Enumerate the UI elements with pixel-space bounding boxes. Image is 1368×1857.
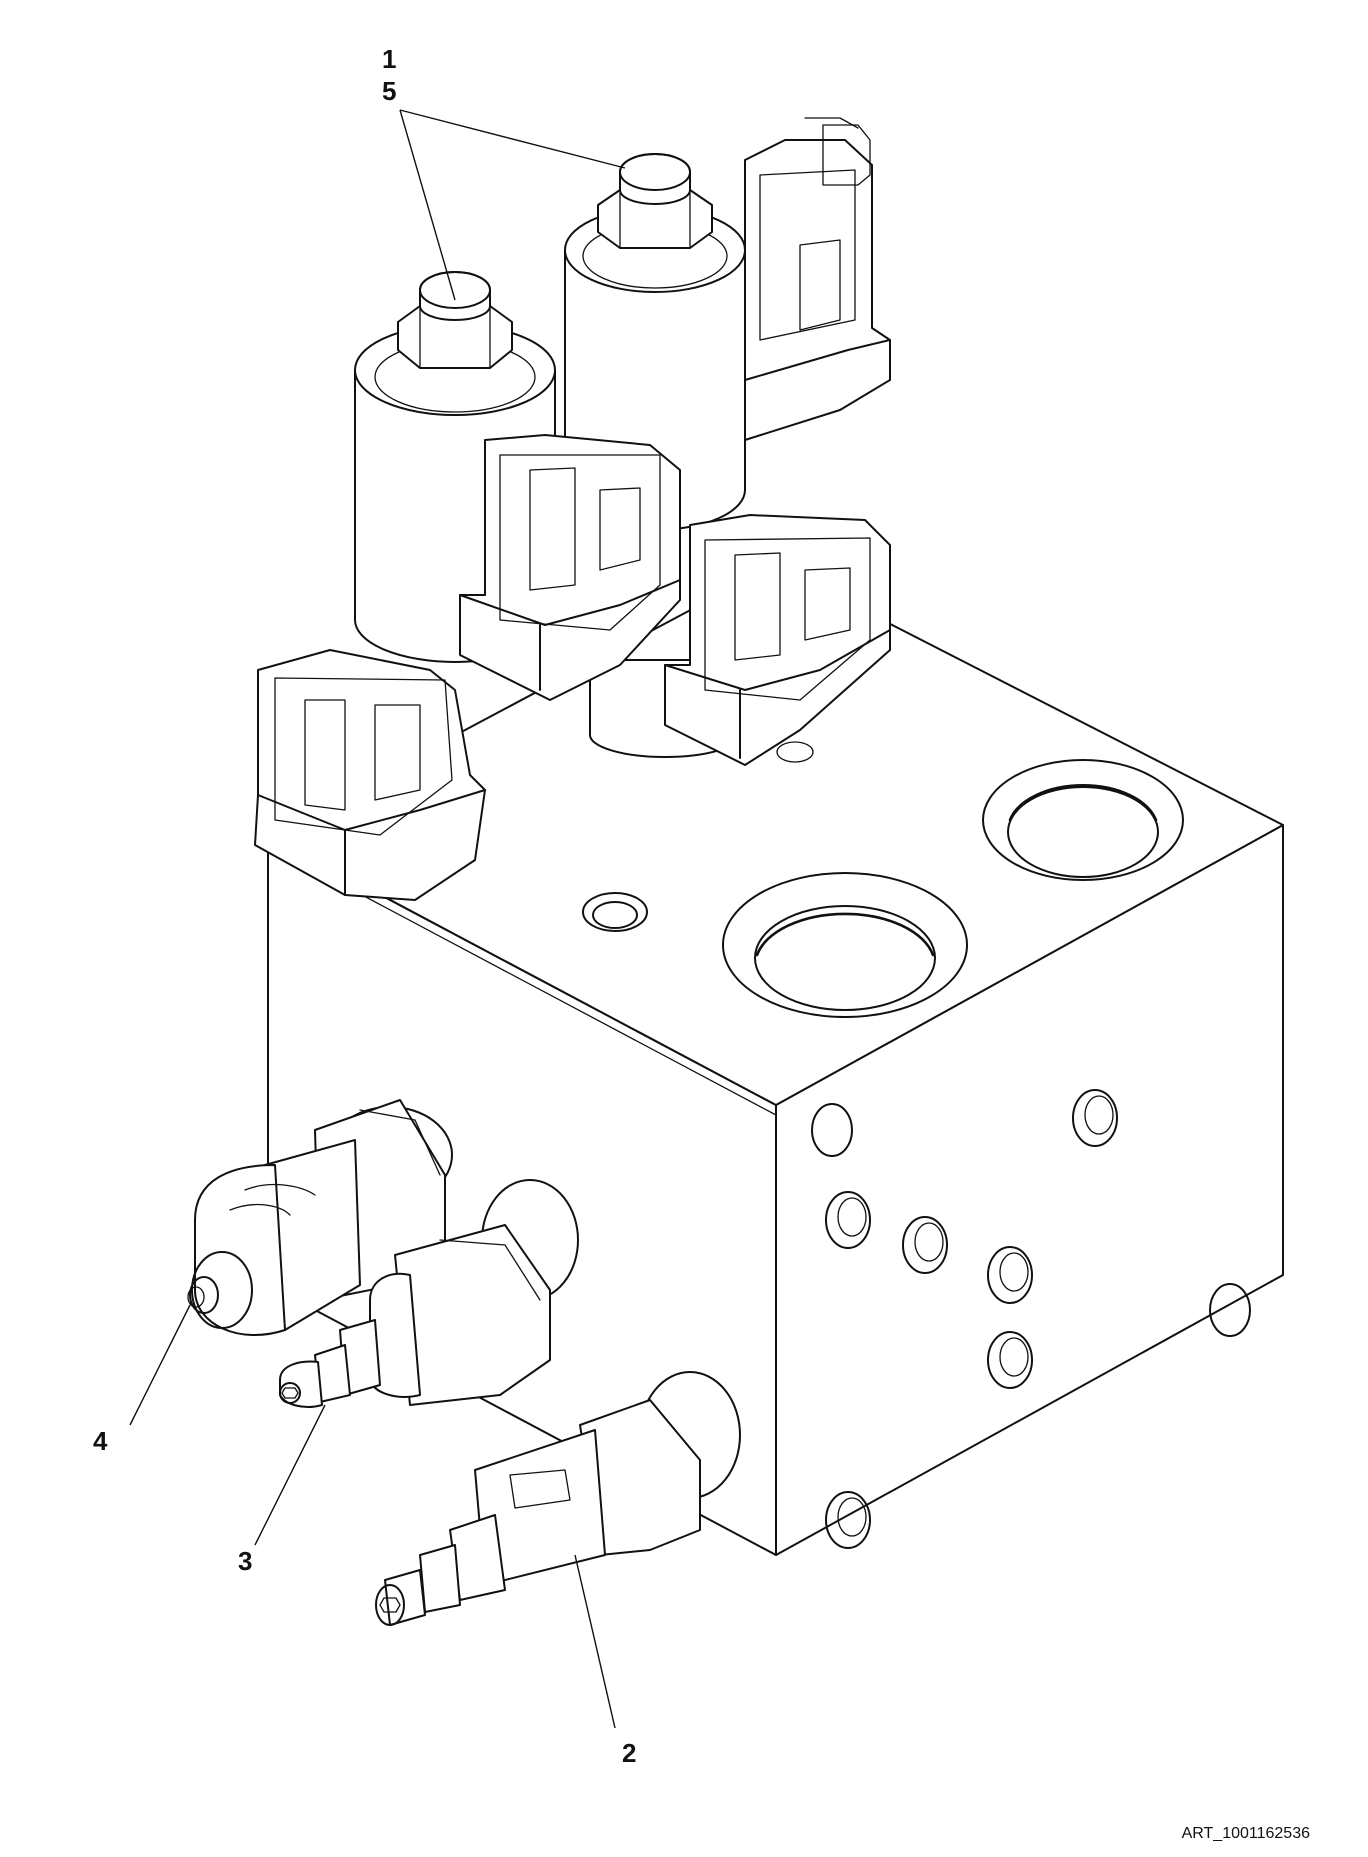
top-port-large-back <box>982 759 1184 881</box>
callout-4: 4 <box>93 1426 108 1456</box>
cartridge-valve-3 <box>279 1179 579 1408</box>
cartridge-valve-2 <box>375 1371 741 1626</box>
connector-front-middle <box>459 434 681 701</box>
top-port-large-front <box>722 872 968 1018</box>
callout-1: 1 <box>382 44 396 74</box>
top-port-small <box>582 892 648 932</box>
connector-left <box>254 649 486 901</box>
connector-right <box>664 514 891 766</box>
art-reference-number: ART_1001162536 <box>1182 1825 1311 1842</box>
leader-lines <box>129 109 626 1729</box>
right-face-ports <box>811 1089 1251 1549</box>
callout-3: 3 <box>238 1546 252 1576</box>
callout-5: 5 <box>382 76 396 106</box>
callout-2: 2 <box>622 1738 636 1768</box>
